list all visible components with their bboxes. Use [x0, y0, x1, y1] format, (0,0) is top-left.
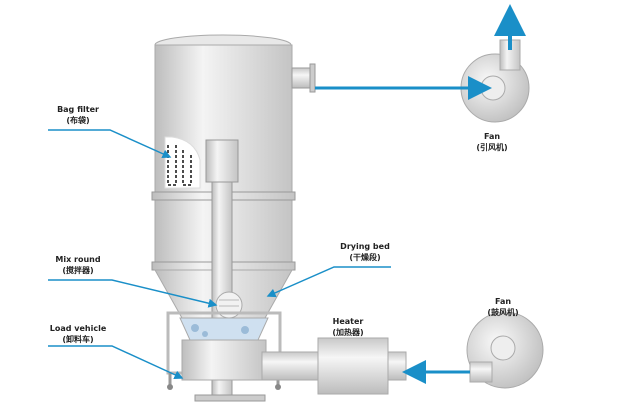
bag-filter-leader	[48, 129, 172, 159]
exhaust-fan	[460, 39, 530, 123]
blower-fan	[466, 311, 544, 389]
label-zh: (布袋)	[66, 116, 90, 125]
load-vehicle-label: Load vehicle (卸料车)	[33, 323, 123, 345]
label-en: Load vehicle	[49, 324, 107, 333]
drying-bed-label: Drying bed (干燥段)	[320, 241, 410, 263]
label-en: Mix round	[55, 255, 101, 264]
label-zh: (鼓风机)	[487, 308, 519, 317]
label-en: Bag filter	[57, 105, 99, 114]
heater-label: Heater (加热器)	[303, 316, 393, 338]
label-zh: (加热器)	[332, 328, 364, 337]
load-vehicle	[166, 311, 282, 402]
drying-bed-leader	[266, 266, 391, 298]
exhaust-fan-label: Fan (引风机)	[447, 131, 537, 153]
heater	[261, 337, 407, 395]
mix-round-label: Mix round (搅拌器)	[33, 254, 123, 276]
bag-filter-cutaway	[164, 136, 201, 189]
label-en: Drying bed	[340, 242, 390, 251]
label-zh: (卸料车)	[62, 335, 94, 344]
label-en: Fan	[494, 297, 512, 306]
label-zh: (干燥段)	[349, 253, 381, 262]
label-zh: (引风机)	[476, 143, 508, 152]
mix-round-leader	[48, 279, 218, 308]
label-en: Heater	[332, 317, 364, 326]
label-zh: (搅拌器)	[62, 266, 94, 275]
blower-fan-label: Fan (鼓风机)	[458, 296, 548, 318]
label-en: Fan	[483, 132, 501, 141]
load-vehicle-leader	[48, 345, 184, 379]
bag-filter-label: Bag filter (布袋)	[33, 104, 123, 126]
